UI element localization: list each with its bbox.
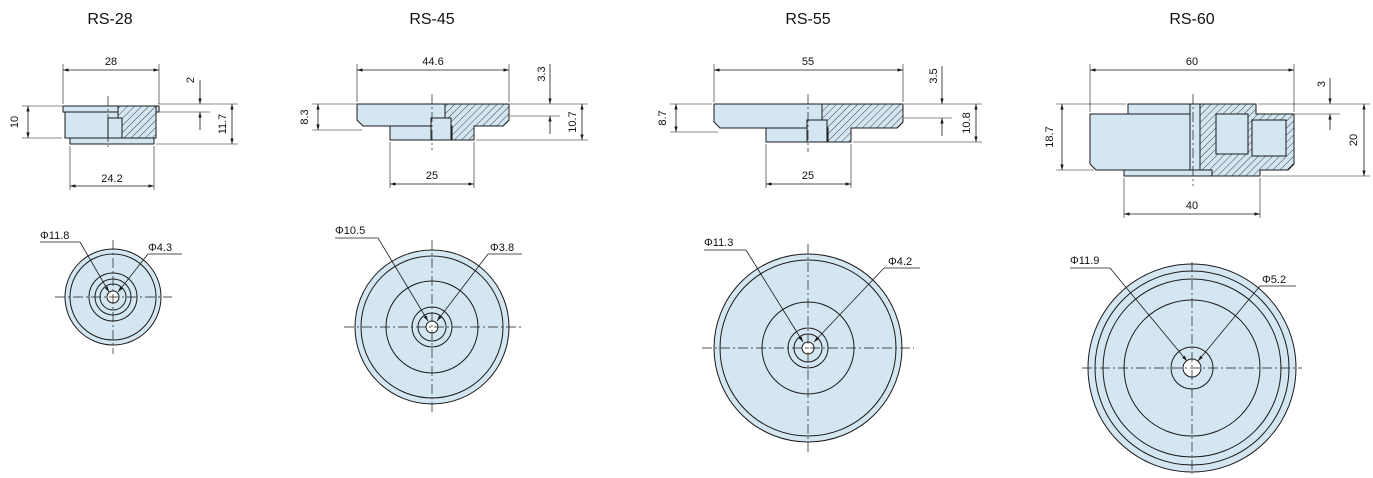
base-width-dimension: 25 (802, 170, 814, 182)
outer-diameter-label: Φ11.9 (1070, 255, 1099, 267)
model-title: RS-45 (409, 11, 454, 28)
top-view: Φ11.3 Φ4.2 (702, 237, 920, 452)
outer-diameter-label: Φ11.3 (704, 237, 733, 249)
top-view: Φ11.8 Φ4.3 (40, 230, 182, 354)
width-dimension: 60 (1186, 56, 1198, 68)
inner-diameter-label: Φ3.8 (490, 242, 514, 254)
outer-diameter-label: Φ10.5 (335, 225, 365, 237)
total-height-dimension: 11.7 (217, 114, 229, 135)
total-height-dimension: 10.8 (961, 112, 973, 133)
inner-diameter-label: Φ4.3 (148, 242, 172, 254)
step-dimension: 3 (1316, 81, 1328, 87)
height-dimension: 10 (9, 116, 21, 128)
model-rs55: RS-55 55 25 8.7 10.8 (657, 11, 982, 452)
step-dimension: 2 (185, 77, 197, 83)
base-width-dimension: 40 (1186, 200, 1198, 212)
height-dimension: 8.7 (657, 110, 669, 125)
top-view: Φ11.9 Φ5.2 (1070, 255, 1302, 474)
model-title: RS-55 (785, 11, 830, 28)
side-section-view: 28 24.2 10 11.7 2 (9, 56, 238, 190)
base-width-dimension: 25 (426, 170, 438, 182)
side-section-view: 55 25 8.7 10.8 3.5 (657, 56, 982, 188)
height-dimension: 18.7 (1044, 126, 1056, 147)
inner-diameter-label: Φ5.2 (1262, 274, 1286, 286)
step-dimension: 3.5 (928, 68, 940, 83)
width-dimension: 44.6 (422, 56, 443, 68)
outer-diameter-label: Φ11.8 (40, 230, 69, 242)
height-dimension: 8.3 (299, 109, 311, 124)
total-height-dimension: 20 (1348, 134, 1360, 146)
model-rs60: RS-60 60 40 18.7 20 (1044, 11, 1370, 474)
width-dimension: 28 (105, 56, 117, 68)
side-section-view: 60 40 18.7 20 3 (1044, 56, 1370, 218)
side-section-view: 44.6 25 8.3 10.7 3.3 (299, 56, 588, 188)
model-title: RS-28 (87, 11, 132, 28)
top-view: Φ10.5 Φ3.8 (335, 225, 522, 414)
total-height-dimension: 10.7 (567, 111, 579, 132)
step-dimension: 3.3 (536, 66, 548, 81)
model-rs28: RS-28 28 24.2 10 11.7 (9, 11, 238, 354)
model-title: RS-60 (1169, 11, 1214, 28)
width-dimension: 55 (802, 56, 814, 68)
inner-diameter-label: Φ4.2 (888, 256, 912, 268)
base-width-dimension: 24.2 (101, 173, 122, 185)
model-rs45: RS-45 44.6 25 8.3 10.7 (299, 11, 588, 414)
